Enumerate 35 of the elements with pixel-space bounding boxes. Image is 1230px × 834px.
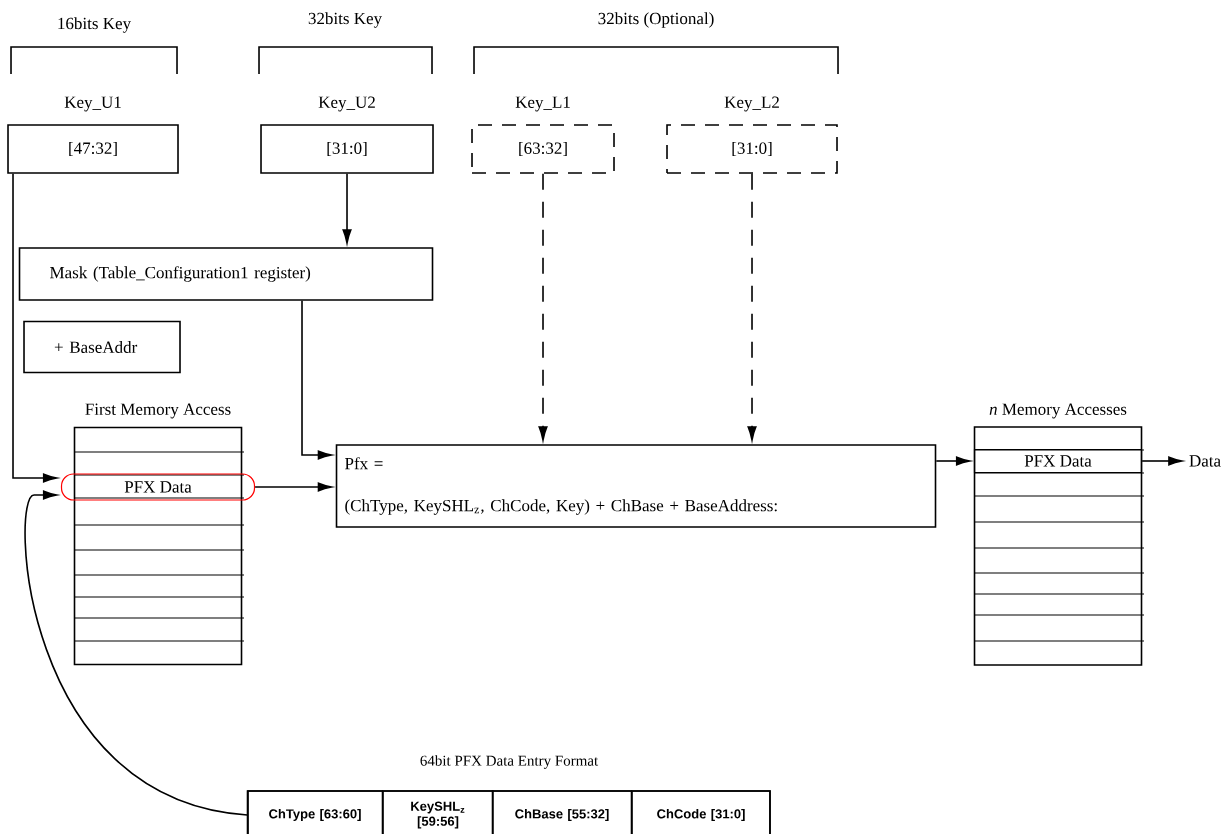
table-row: PFX Data bbox=[973, 448, 1143, 474]
key-label: Key_L1 bbox=[515, 96, 570, 112]
key-label: Key_U1 bbox=[64, 96, 121, 112]
arrow bbox=[254, 482, 333, 492]
field-cell: ChBase [55:32] bbox=[491, 790, 633, 834]
formula-line: Pfx = bbox=[345, 457, 383, 470]
arrow bbox=[538, 173, 548, 441]
bracket-label: 32bits Key bbox=[308, 12, 382, 28]
key-label: Key_U2 bbox=[318, 96, 375, 112]
field-cell: ChType [63:60] bbox=[246, 790, 384, 834]
arrow bbox=[747, 173, 757, 441]
table-heading: n Memory Accesses bbox=[989, 403, 1127, 419]
arrow bbox=[301, 300, 333, 460]
highlighted-row: PFX Data bbox=[60, 473, 256, 501]
bracket-label: 16bits Key bbox=[58, 17, 131, 33]
arrow bbox=[12, 173, 58, 483]
formula-box bbox=[335, 444, 937, 528]
arrow bbox=[1141, 456, 1183, 466]
field-cell: ChCode [31:0] bbox=[631, 790, 771, 834]
register-box: Mask (Table_Configuration1 register) bbox=[18, 247, 434, 301]
key-box: [31:0] bbox=[260, 124, 434, 174]
bracket-label: 32bits (Optional) bbox=[598, 12, 714, 28]
field-cell: KeySHL$_{z}$ [59:56] bbox=[382, 790, 494, 834]
arrow bbox=[935, 456, 971, 466]
dashed-key-box: [63:32] bbox=[471, 124, 615, 174]
table-heading: 64bit PFX Data Entry Format bbox=[420, 755, 599, 769]
output-label: Data bbox=[1189, 455, 1221, 467]
key-box: [47:32] bbox=[7, 124, 179, 174]
register-box: + BaseAddr bbox=[23, 320, 181, 374]
table-heading: First Memory Access bbox=[85, 403, 231, 419]
arrow bbox=[24, 490, 248, 816]
dashed-key-box: [31:0] bbox=[666, 124, 838, 174]
formula-line: (ChType, KeySHL$_{z}$, ChCode, Key) + ChBase + BaseAddress: bbox=[345, 499, 777, 515]
key-label: Key_L2 bbox=[724, 96, 779, 112]
arrow bbox=[342, 173, 352, 244]
